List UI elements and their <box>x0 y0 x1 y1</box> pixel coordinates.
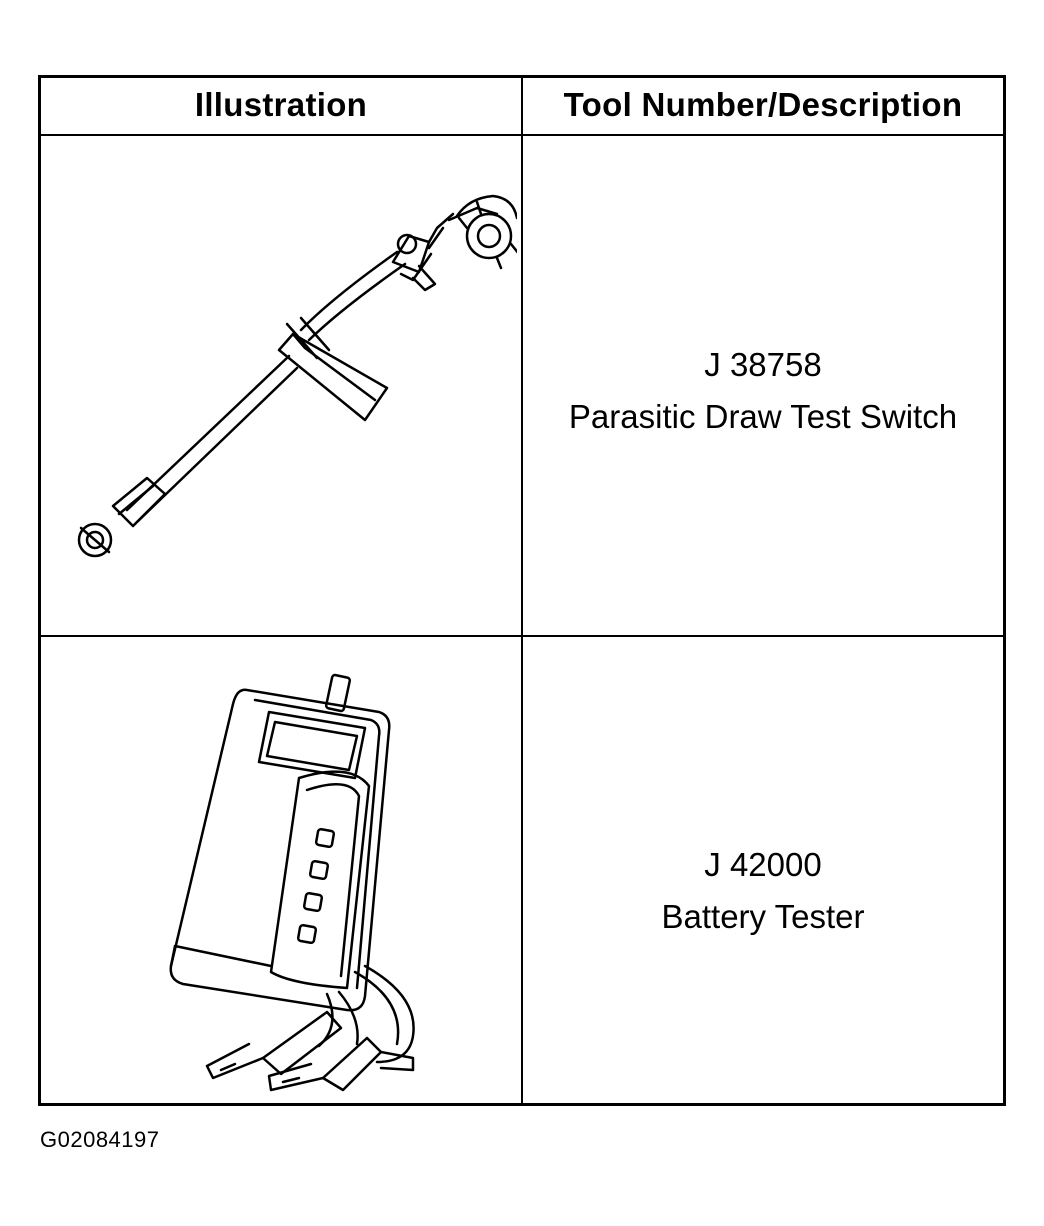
row-2-description: J 42000 Battery Tester <box>523 839 1003 943</box>
row-1-description: J 38758 Parasitic Draw Test Switch <box>523 339 1003 443</box>
battery-tester-icon <box>169 673 415 1092</box>
header-illustration: Illustration <box>194 86 368 123</box>
parasitic-draw-test-switch-icon <box>77 194 517 558</box>
row-2-tool-name: Battery Tester <box>661 898 865 935</box>
row-1-tool-name: Parasitic Draw Test Switch <box>568 398 958 435</box>
column-divider <box>521 78 523 1103</box>
tool-table: Illustration Tool Number/Description J 3… <box>38 75 1006 1106</box>
header-tool-number-description: Tool Number/Description <box>563 86 963 123</box>
figure-id: G02084197 <box>40 1127 160 1152</box>
row-1-tool-number: J 38758 <box>704 346 822 383</box>
row-2-tool-number: J 42000 <box>704 846 822 883</box>
